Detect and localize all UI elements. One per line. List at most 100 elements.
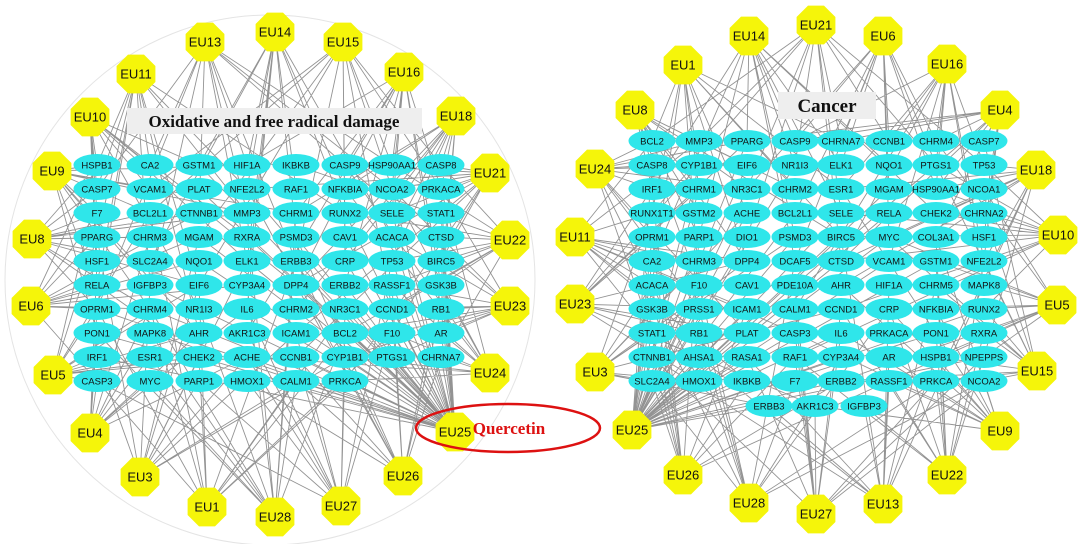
target-label: AR [882, 352, 895, 363]
compound-node-octagon [435, 412, 475, 452]
target-node-ellipse [223, 202, 271, 224]
target-node-ellipse [73, 346, 121, 368]
target-label: CHRNA7 [421, 352, 460, 363]
compound-label: EU25 [616, 423, 649, 438]
target-node-ellipse [175, 370, 223, 392]
target-label: MYC [878, 232, 899, 243]
left-target-erbb2: ERBB2 [321, 274, 369, 296]
compound-node-octagon [1016, 150, 1056, 190]
target-label: ACACA [376, 232, 409, 243]
target-label: RUNX2 [968, 304, 1000, 315]
target-label: PTGS1 [376, 352, 407, 363]
right-target-irf1: IRF1 [628, 178, 676, 200]
right-compound-eu23: EU23 [555, 284, 595, 324]
compound-node-octagon [980, 411, 1020, 451]
target-node-ellipse [321, 202, 369, 224]
target-node-ellipse [723, 322, 771, 344]
target-label: RB1 [432, 304, 450, 315]
target-label: AR [434, 328, 447, 339]
left-compound-eu5: EU5 [33, 355, 73, 395]
target-node-ellipse [817, 226, 865, 248]
target-label: CALM1 [779, 304, 811, 315]
right-target-mgam: MGAM [865, 178, 913, 200]
left-target-igfbp3: IGFBP3 [126, 274, 174, 296]
target-node-ellipse [791, 395, 839, 417]
right-target-chrm5: CHRM5 [912, 274, 960, 296]
target-node-ellipse [175, 274, 223, 296]
target-label: CA2 [643, 256, 661, 267]
target-label: HSPB1 [81, 160, 112, 171]
compound-label: EU21 [474, 166, 507, 181]
target-node-ellipse [840, 395, 888, 417]
left-compound-eu1: EU1 [187, 487, 227, 527]
target-label: ICAM1 [281, 328, 310, 339]
target-node-ellipse [628, 154, 676, 176]
left-target-mapk8: MAPK8 [126, 322, 174, 344]
left-compound-eu22: EU22 [490, 220, 530, 260]
target-node-ellipse [73, 226, 121, 248]
left-target-ar: AR [417, 322, 465, 344]
target-label: NFKBIA [328, 184, 363, 195]
target-node-ellipse [417, 298, 465, 320]
right-target-ctsd: CTSD [817, 250, 865, 272]
target-label: PRKCA [920, 376, 953, 387]
left-target-ikbkb: IKBKB [272, 154, 320, 176]
left-target-icam1: ICAM1 [272, 322, 320, 344]
target-node-ellipse [223, 178, 271, 200]
left-compound-eu21: EU21 [470, 153, 510, 193]
target-label: DPP4 [284, 280, 309, 291]
left-compound-eu10: EU10 [70, 97, 110, 137]
target-node-ellipse [675, 250, 723, 272]
target-label: PPARG [81, 232, 114, 243]
target-node-ellipse [368, 202, 416, 224]
compound-label: EU9 [39, 164, 64, 179]
compound-label: EU22 [494, 233, 527, 248]
left-target-rela: RELA [73, 274, 121, 296]
left-compound-eu6: EU6 [11, 286, 51, 326]
left-compound-eu3: EU3 [120, 457, 160, 497]
right-target-chrna7: CHRNA7 [817, 130, 865, 152]
compound-node-octagon [490, 286, 530, 326]
target-node-ellipse [126, 322, 174, 344]
right-compound-eu26: EU26 [663, 455, 703, 495]
target-label: PLAT [187, 184, 210, 195]
target-label: IRF1 [642, 184, 663, 195]
target-label: HSP90AA1 [912, 184, 960, 195]
target-label: NCOA1 [968, 184, 1001, 195]
left-target-cav1: CAV1 [321, 226, 369, 248]
target-node-ellipse [73, 322, 121, 344]
target-node-ellipse [272, 154, 320, 176]
right-target-hspb1: HSPB1 [912, 346, 960, 368]
compound-node-octagon [383, 456, 423, 496]
compound-label: EU16 [388, 65, 421, 80]
target-node-ellipse [272, 322, 320, 344]
left-title-box [127, 108, 422, 134]
target-node-ellipse [960, 202, 1008, 224]
target-label: CHRM2 [778, 184, 812, 195]
target-label: CHRM5 [919, 280, 953, 291]
target-label: BCL2L1 [133, 208, 167, 219]
target-label: CHEK2 [920, 208, 952, 219]
compound-label: EU16 [931, 57, 964, 72]
compound-label: EU5 [40, 368, 65, 383]
target-label: CAV1 [333, 232, 357, 243]
target-node-ellipse [723, 346, 771, 368]
target-label: CHRNA2 [964, 208, 1003, 219]
compound-label: EU14 [733, 29, 766, 44]
target-node-ellipse [175, 226, 223, 248]
right-compound-eu14: EU14 [729, 16, 769, 56]
target-node-ellipse [817, 370, 865, 392]
left-target-ahr: AHR [175, 322, 223, 344]
target-node-ellipse [628, 346, 676, 368]
right-target-ikbkb: IKBKB [723, 370, 771, 392]
target-label: RASA1 [731, 352, 762, 363]
right-target-il6: IL6 [817, 322, 865, 344]
target-label: NR3C1 [731, 184, 762, 195]
target-node-ellipse [723, 274, 771, 296]
target-node-ellipse [628, 298, 676, 320]
compound-node-octagon [11, 286, 51, 326]
target-label: ELK1 [829, 160, 852, 171]
compound-node-octagon [1038, 215, 1078, 255]
target-label: CYP1B1 [681, 160, 717, 171]
